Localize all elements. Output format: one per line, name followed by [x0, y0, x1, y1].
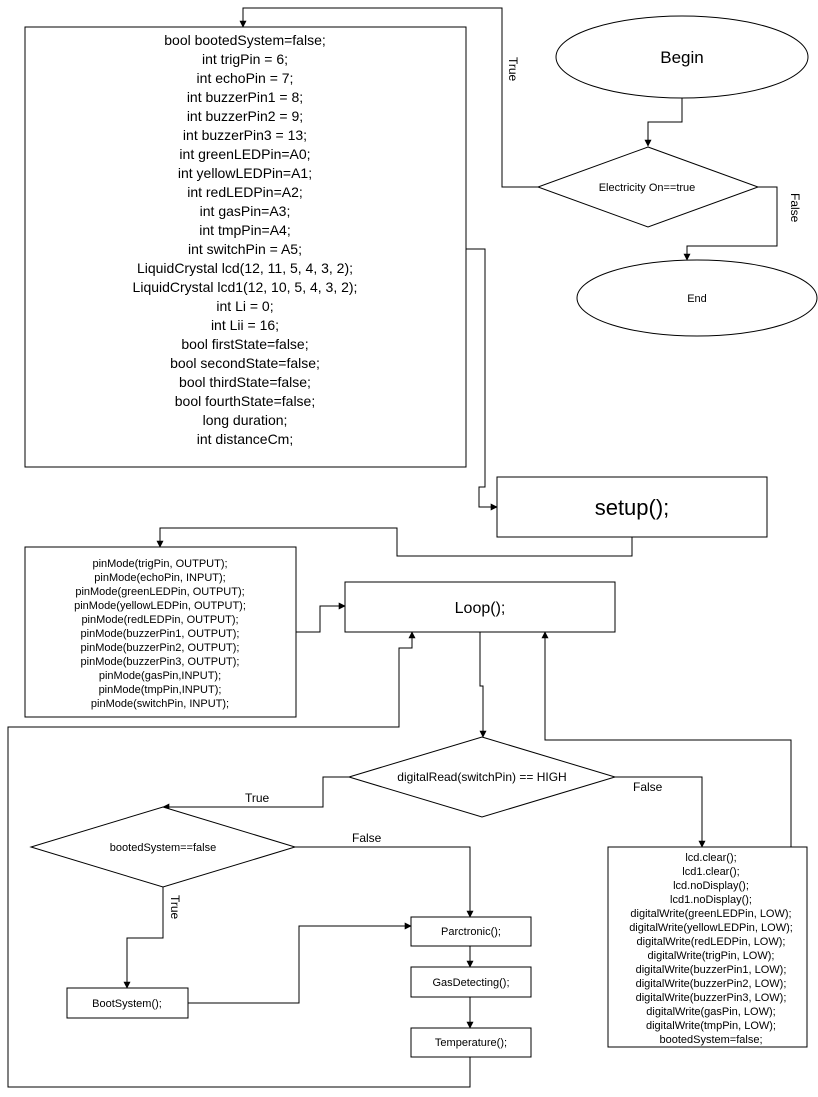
shutdown-line: bootedSystem=false;: [659, 1034, 762, 1046]
pin_modes-line: pinMode(echoPin, INPUT);: [94, 572, 225, 584]
label-false-booted: False: [352, 831, 382, 845]
booted-decision: bootedSystem==false: [29, 806, 297, 888]
declarations-line: bool thirdState=false;: [179, 374, 311, 390]
edge-booted-false: [295, 846, 474, 918]
electricity-label: Electricity On==true: [599, 182, 696, 194]
pin_modes-line: pinMode(trigPin, OUTPUT);: [92, 558, 227, 570]
pin_modes-line: pinMode(switchPin, INPUT);: [91, 698, 229, 710]
shutdown-line: digitalWrite(buzzerPin1, LOW);: [636, 964, 787, 976]
shutdown-block: lcd.clear(); lcd1.clear(); lcd.noDisplay()…: [607, 846, 808, 1048]
declarations-line: int buzzerPin2 = 9;: [187, 108, 303, 124]
edge-setup-to-pinmodes: [156, 527, 633, 557]
declarations-line: bool firstState=false;: [181, 336, 308, 352]
edge-electricity-true: [239, 7, 538, 188]
pin_modes-line: pinMode(redLEDPin, OUTPUT);: [81, 614, 238, 626]
declarations-line: int yellowLEDPin=A1;: [178, 165, 312, 181]
connectors: [7, 7, 792, 1088]
declarations-line: LiquidCrystal lcd1(12, 10, 5, 4, 3, 2);: [133, 279, 358, 295]
pin_modes-line: pinMode(gasPin,INPUT);: [99, 670, 221, 682]
parctronic-process: Parctronic();: [410, 916, 532, 947]
declarations-text: bool bootedSystem=false; int trigPin = 6;…: [133, 32, 358, 447]
edge-boot-to-parctronic: [188, 922, 412, 1004]
declarations-line: int greenLEDPin=A0;: [179, 146, 310, 162]
pin_modes-line: pinMode(buzzerPin1, OUTPUT);: [81, 628, 240, 640]
label-true-electricity: True: [506, 57, 520, 82]
pinmode-block: pinMode(trigPin, OUTPUT); pinMode(echoPin…: [24, 546, 297, 718]
shutdown-line: lcd.noDisplay();: [673, 880, 749, 892]
shutdown-line: digitalWrite(trigPin, LOW);: [648, 950, 775, 962]
booted-label: bootedSystem==false: [110, 842, 216, 854]
setup-process: setup();: [496, 476, 768, 538]
end-label: End: [687, 293, 707, 305]
declarations-line: bool fourthState=false;: [175, 393, 316, 409]
declarations-line: int echoPin = 7;: [197, 70, 294, 86]
declarations-line: LiquidCrystal lcd(12, 11, 5, 4, 3, 2);: [137, 260, 353, 276]
electricity-decision: Electricity On==true: [536, 146, 760, 228]
shutdown-line: digitalWrite(buzzerPin2, LOW);: [636, 978, 787, 990]
pin_modes-line: pinMode(buzzerPin2, OUTPUT);: [81, 642, 240, 654]
declarations-line: int redLEDPin=A2;: [187, 184, 303, 200]
shutdown-line: digitalWrite(redLEDPin, LOW);: [637, 936, 786, 948]
label-false-switch: False: [633, 780, 663, 794]
gasdetecting-label: GasDetecting();: [432, 977, 509, 989]
declarations-line: int gasPin=A3;: [200, 203, 291, 219]
declarations-line: int Li = 0;: [216, 298, 273, 314]
edge-electricity-false: [683, 186, 778, 261]
parctronic-label: Parctronic();: [441, 926, 501, 938]
switch-label: digitalRead(switchPin) == HIGH: [397, 770, 566, 784]
declarations-line: int switchPin = A5;: [188, 241, 302, 257]
label-false-electricity: False: [788, 193, 802, 223]
shutdown-line: digitalWrite(gasPin, LOW);: [646, 1006, 775, 1018]
edge-begin-to-electricity: [644, 98, 683, 147]
shutdown-line: lcd1.noDisplay();: [670, 894, 752, 906]
declarations-line: bool secondState=false;: [170, 355, 320, 371]
edge-booted-true: [123, 887, 164, 989]
edge-shutdown-to-loop: [541, 631, 792, 847]
edge-declarations-to-setup: [466, 248, 498, 511]
shutdown-line: digitalWrite(tmpPin, LOW);: [646, 1020, 776, 1032]
switch-decision: digitalRead(switchPin) == HIGH: [347, 736, 617, 818]
shutdown-line: digitalWrite(yellowLEDPin, LOW);: [629, 922, 793, 934]
setup-label: setup();: [595, 495, 670, 520]
bootsystem-label: BootSystem();: [92, 998, 162, 1010]
declarations-line: long duration;: [203, 412, 288, 428]
loop-process: Loop();: [344, 581, 616, 633]
edge-loop-to-switch: [479, 632, 487, 738]
end-terminal: End: [576, 259, 818, 337]
edge-temperature-to-loop: [7, 631, 471, 1088]
edge-labels: True False True False True False: [168, 57, 802, 920]
bootsystem-process: BootSystem();: [66, 987, 189, 1019]
declarations-line: int trigPin = 6;: [202, 51, 288, 67]
shutdown-line: lcd.clear();: [685, 852, 736, 864]
declarations-line: bool bootedSystem=false;: [164, 32, 326, 48]
shutdown-text: lcd.clear(); lcd1.clear(); lcd.noDisplay()…: [629, 852, 793, 1046]
pin_modes-line: pinMode(buzzerPin3, OUTPUT);: [81, 656, 240, 668]
shutdown-line: digitalWrite(greenLEDPin, LOW);: [630, 908, 791, 920]
shutdown-line: digitalWrite(buzzerPin3, LOW);: [636, 992, 787, 1004]
declarations-line: int buzzerPin3 = 13;: [183, 127, 307, 143]
edge-switch-true: [162, 776, 349, 811]
pin_modes-line: pinMode(tmpPin,INPUT);: [99, 684, 222, 696]
shutdown-line: lcd1.clear();: [682, 866, 739, 878]
declarations-line: int buzzerPin1 = 8;: [187, 89, 303, 105]
declarations-block: bool bootedSystem=false; int trigPin = 6;…: [24, 26, 467, 468]
begin-terminal: Begin: [555, 15, 809, 99]
pinmode-text: pinMode(trigPin, OUTPUT); pinMode(echoPin…: [74, 558, 246, 710]
edge-switch-false: [615, 776, 706, 848]
pin_modes-line: pinMode(greenLEDPin, OUTPUT);: [75, 586, 244, 598]
declarations-line: int tmpPin=A4;: [199, 222, 290, 238]
temperature-process: Temperature();: [410, 1027, 532, 1058]
label-true-booted: True: [168, 895, 182, 920]
loop-label: Loop();: [455, 600, 506, 617]
declarations-line: int distanceCm;: [197, 431, 293, 447]
begin-label: Begin: [660, 48, 703, 67]
temperature-label: Temperature();: [435, 1037, 507, 1049]
edge-pinmodes-to-loop: [296, 602, 346, 633]
label-true-switch: True: [245, 791, 270, 805]
pin_modes-line: pinMode(yellowLEDPin, OUTPUT);: [74, 600, 246, 612]
declarations-line: int Lii = 16;: [211, 317, 279, 333]
gasdetecting-process: GasDetecting();: [410, 966, 532, 998]
